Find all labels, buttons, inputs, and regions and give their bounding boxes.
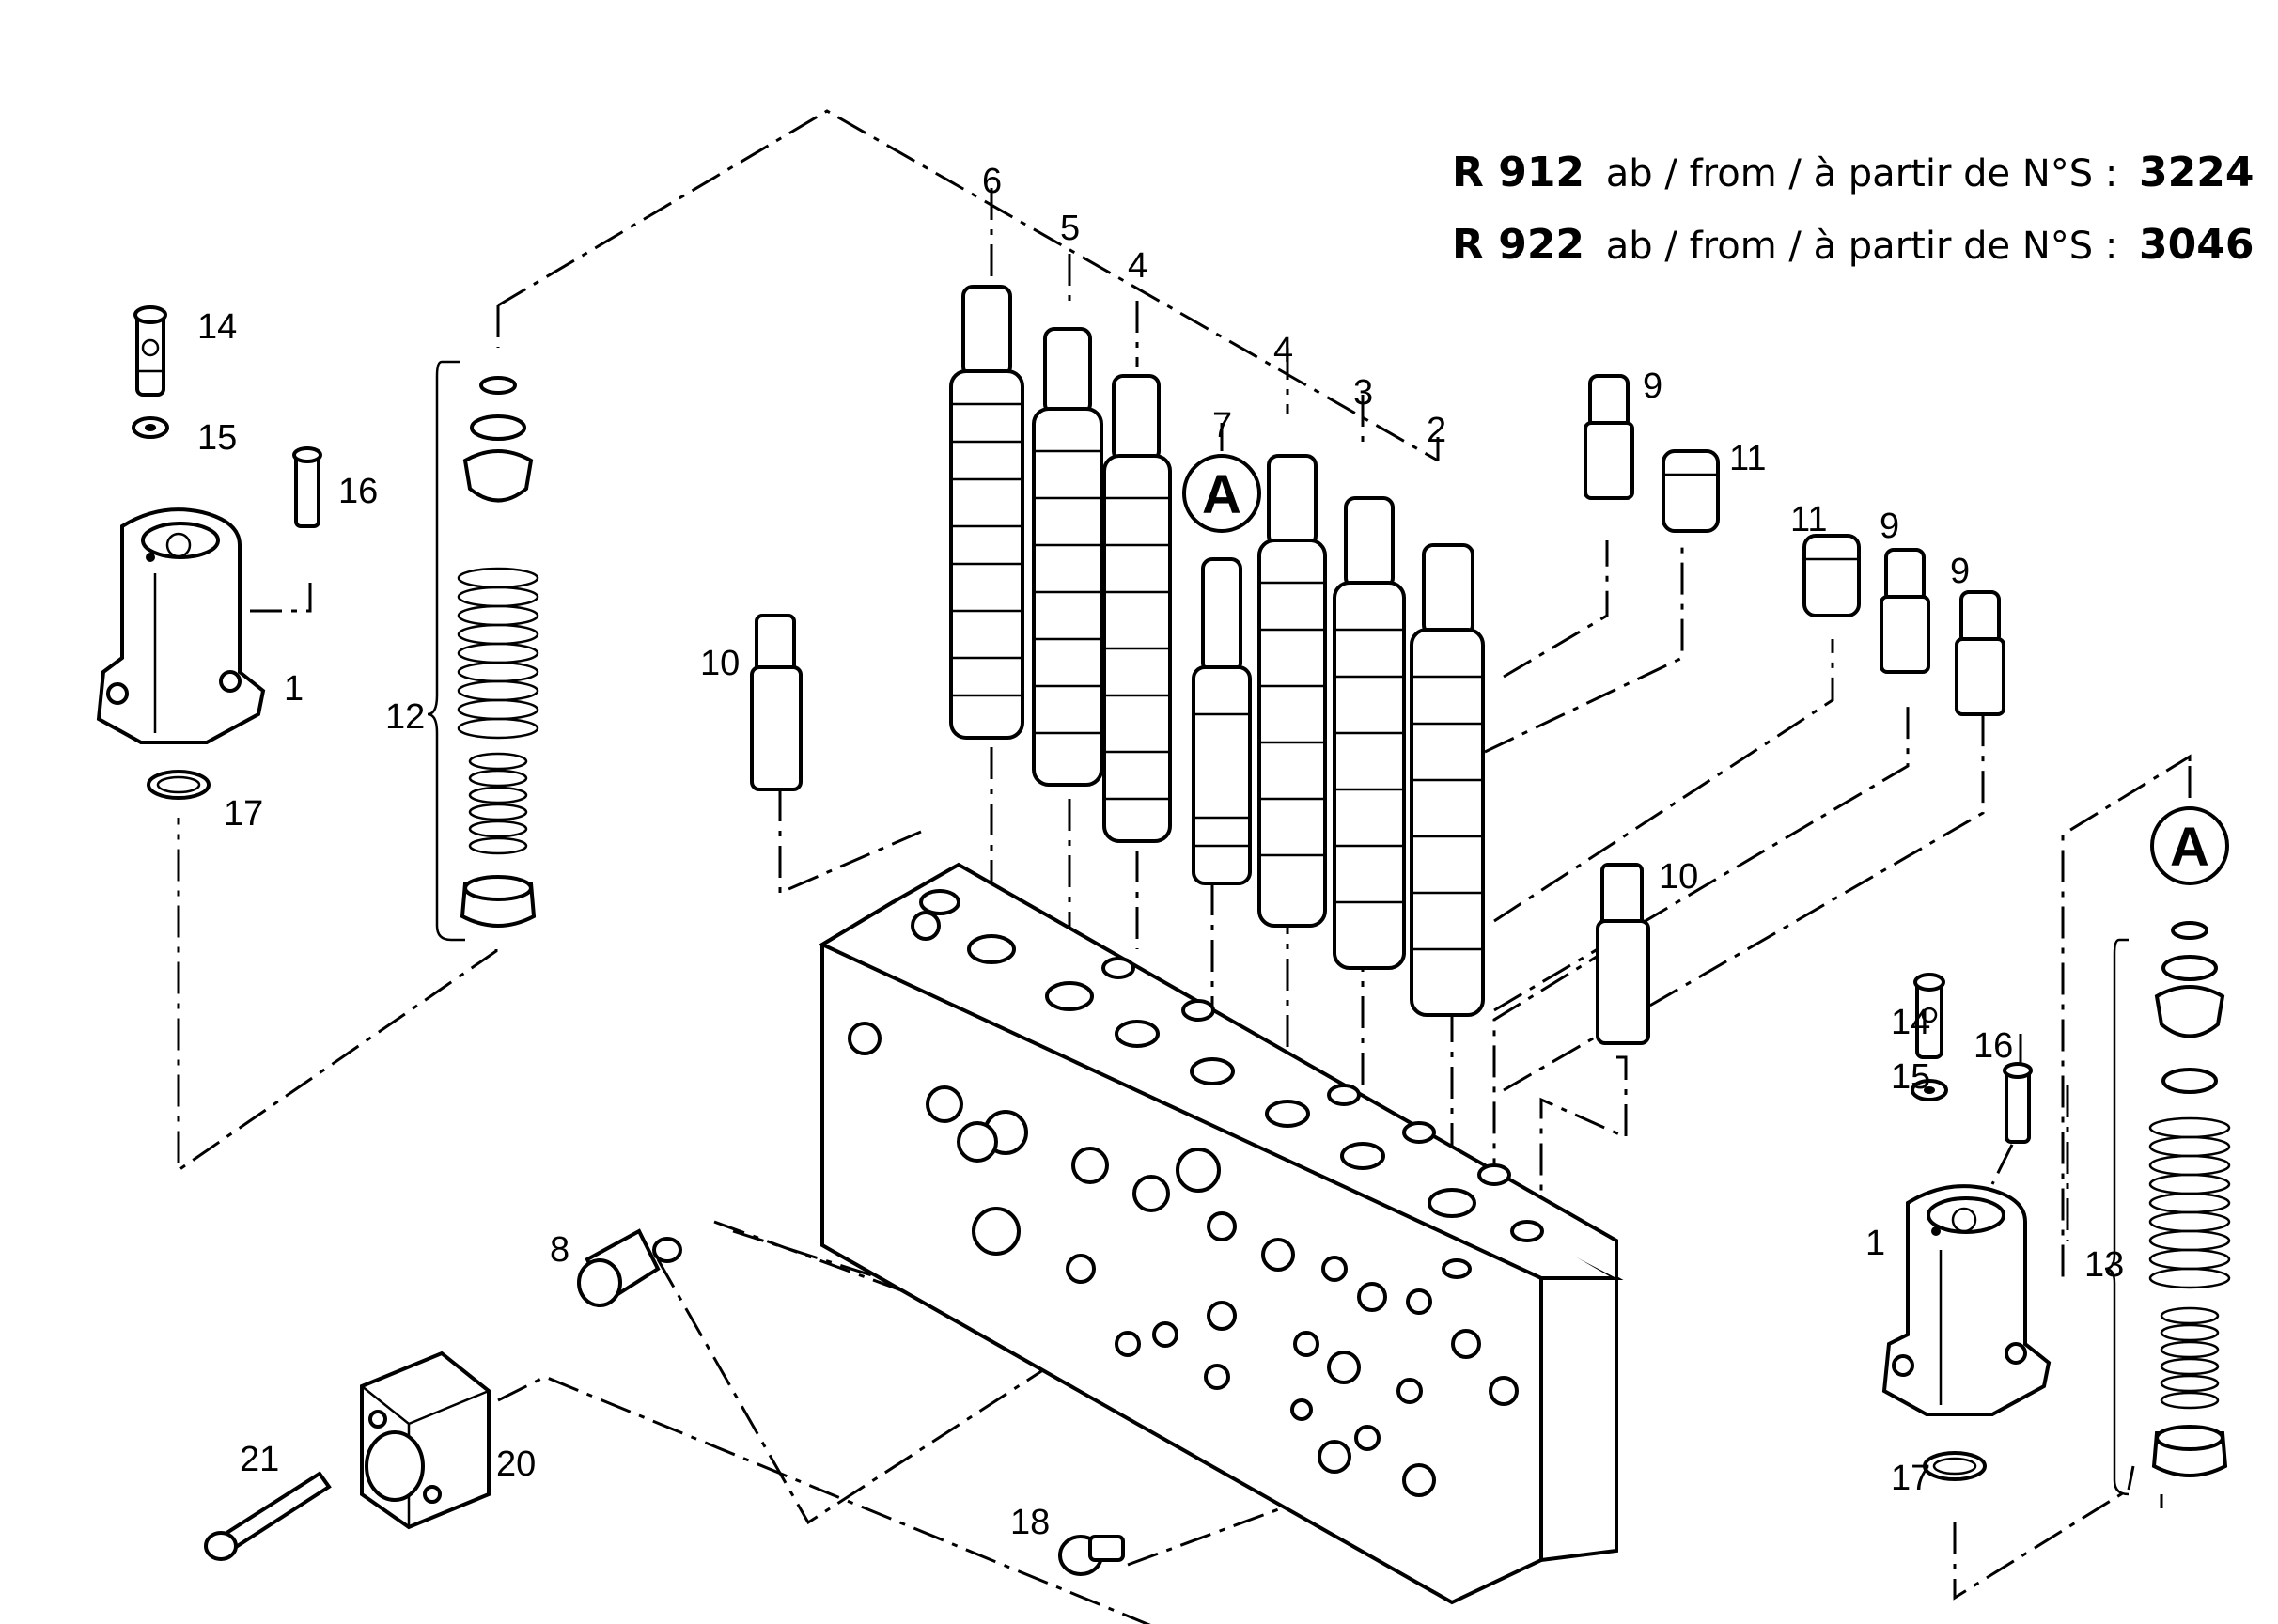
callout-18: 18 [1010,1503,1050,1542]
part-9-valve-c [1955,590,2005,716]
spool-7 [1192,557,1252,885]
part-20-flange [360,1351,491,1530]
spools-group [949,285,1485,1017]
part-9-valve-b [1880,548,1930,674]
part-18-plug [1058,1535,1125,1576]
detail-marker-a-lower: A [2150,806,2229,885]
valve-block-body [818,862,1624,1605]
part-17-left-oring [147,770,211,800]
callout-16-right: 16 [1974,1026,2013,1066]
callout-10-left: 10 [700,644,740,683]
part-11-cap-b [1802,534,1861,617]
spool-2 [1410,543,1485,1017]
detail-marker-label: A [1202,464,1241,525]
callout-3: 3 [1353,373,1373,413]
callout-1-right: 1 [1865,1224,1885,1263]
part-17-right-oring [1923,1451,1987,1481]
callout-labels: 14 15 16 1 17 12 6 5 4 7 4 3 2 9 11 11 9… [197,162,2124,1542]
header-line-1: R 912 ab / from / à partir de N°S : 3224 [1452,148,2255,196]
part-16-left-screw [292,446,322,528]
callout-16-left: 16 [338,472,378,511]
callout-14-right: 14 [1891,1003,1930,1042]
spool-6 [949,285,1024,740]
part-10-valve-left [750,614,803,791]
callout-20: 20 [496,1444,536,1484]
part-16-right-screw [2003,1062,2033,1144]
callout-17-left: 17 [224,794,263,834]
part-15-left-washer [132,416,169,439]
spool-3 [1333,496,1406,970]
part-8-plug [577,1228,682,1307]
callout-9-c: 9 [1950,552,1970,591]
part-14-right-screw [1913,973,1945,1059]
callout-21: 21 [240,1440,279,1479]
detail-marker-label-2: A [2170,817,2209,878]
header-line-2: R 922 ab / from / à partir de N°S : 3046 [1452,221,2255,269]
callout-11-a: 11 [1729,439,1766,478]
callout-9-a: 9 [1643,367,1662,406]
callout-13: 13 [2084,1245,2124,1285]
spool-5 [1032,327,1103,787]
callout-4-left: 4 [1128,246,1147,286]
spring-coils-upper [457,567,539,740]
serial-header: R 912 ab / from / à partir de N°S : 3224… [1452,148,2255,269]
callout-8: 8 [550,1230,570,1270]
callout-1-left: 1 [284,669,304,709]
part-15-right-washer [1911,1079,1948,1101]
part-11-cap-a [1662,449,1720,533]
spool-4-left [1102,374,1172,843]
callout-15-right: 15 [1891,1057,1930,1097]
callout-6: 6 [982,162,1002,201]
callout-5: 5 [1060,209,1080,248]
detail-marker-a-upper: A [1182,454,1261,533]
callout-15-left: 15 [197,418,237,458]
callout-17-right: 17 [1891,1459,1930,1498]
part-14-left-screw [133,305,167,397]
part-1-right-housing [1881,1184,2052,1416]
callout-12: 12 [385,697,425,737]
callout-14-left: 14 [197,307,237,347]
callout-10-right: 10 [1659,857,1698,897]
part-13-spring-assembly [2104,921,2231,1496]
callout-7: 7 [1212,406,1232,445]
part-12-spring-assembly [427,360,539,942]
part-9-valve-a [1584,374,1634,500]
spool-4-right [1257,454,1327,928]
callout-2: 2 [1427,411,1446,450]
part-21-bolt [204,1471,332,1561]
part-1-left-housing [96,508,266,744]
callout-11-b: 11 [1790,500,1827,539]
part-10-valve-right [1596,863,1650,1045]
callout-4-right: 4 [1273,331,1293,370]
spring-coils-lower [468,752,528,855]
callout-9-b: 9 [1880,507,1899,546]
